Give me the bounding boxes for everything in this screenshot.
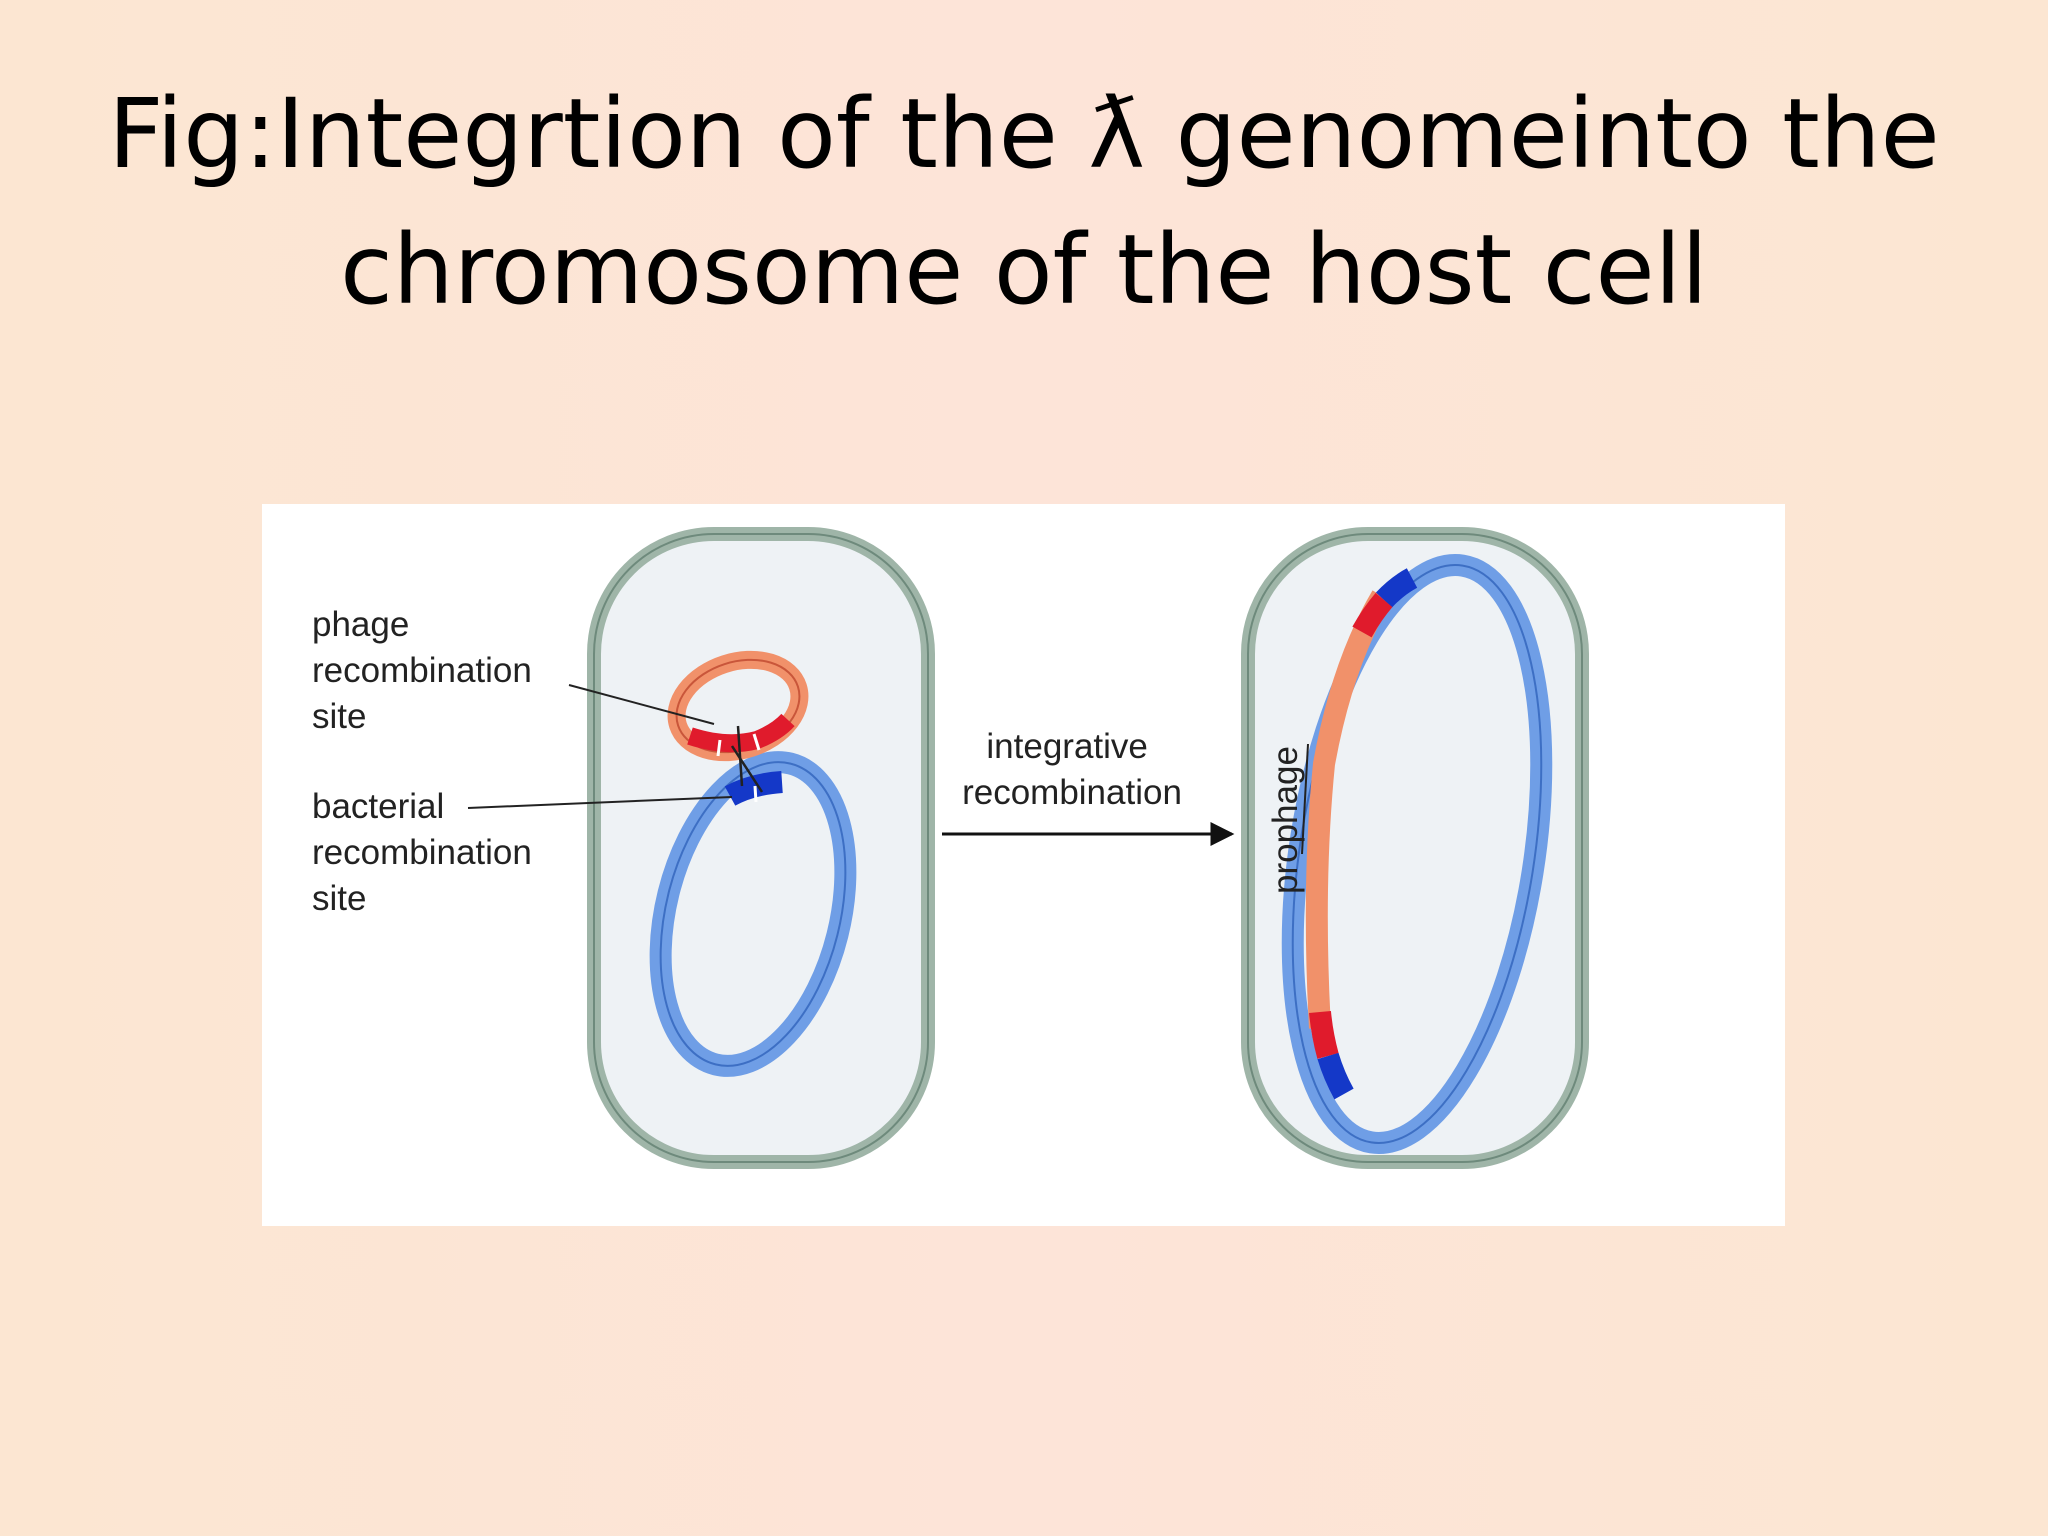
arrow-label: integrative recombination (962, 727, 1182, 812)
crossover-line (730, 745, 764, 793)
bacterial-label-leader (467, 796, 733, 809)
prophage-segment (1305, 590, 1392, 1029)
phage-label: phage recombination site (312, 605, 542, 736)
integrated-chromosome (1281, 554, 1553, 1154)
prophage-bracket (1301, 743, 1309, 855)
site-marker-bottom-red (1309, 1010, 1339, 1059)
title-line-1: Fig:Integrtion of the ƛ genomeinto the (108, 78, 1940, 190)
figure-panel: phage recombination site bacterial recom… (262, 504, 1785, 1226)
site-marker-top-blue (1375, 568, 1418, 608)
phage-label-leader (568, 684, 715, 725)
site-marker-top-red (1352, 592, 1393, 638)
bacterial-label: bacterial recombination site (312, 787, 542, 918)
site-marker-bottom-blue (1317, 1052, 1354, 1100)
slide-title: Fig:Integrtion of the ƛ genomeinto the c… (0, 66, 2048, 338)
bacterial-chromosome-before (649, 751, 857, 1077)
title-line-2: chromosome of the host cell (340, 214, 1708, 326)
crossover-line (736, 725, 744, 787)
prophage-label: prophage (1266, 746, 1305, 894)
integration-diagram: phage recombination site bacterial recom… (312, 527, 1589, 1169)
